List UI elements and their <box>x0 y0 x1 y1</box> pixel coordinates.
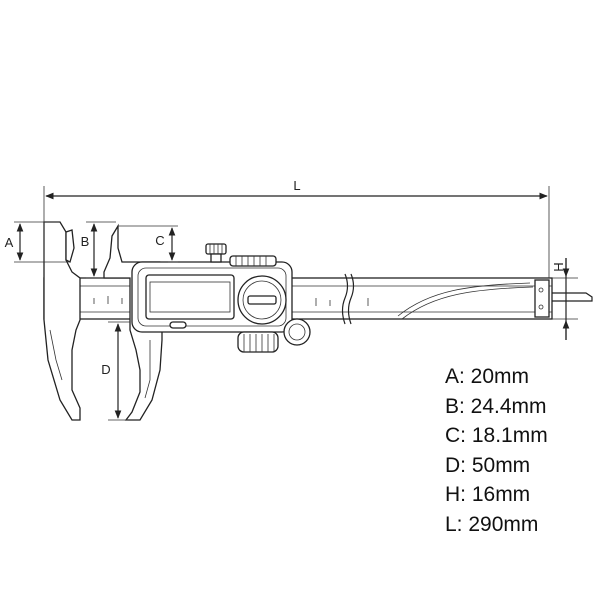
spec-C: C: 18.1mm <box>445 424 548 448</box>
spec-A: A: 20mm <box>445 365 530 388</box>
main-beam <box>43 277 553 320</box>
spec-D: D: 50mm <box>445 453 531 477</box>
dimensions: L A B C D H <box>5 178 578 421</box>
end-cap <box>534 279 550 318</box>
thumb-ball <box>283 318 311 346</box>
depth-rod <box>552 292 593 302</box>
dim-D-label: D <box>101 362 110 377</box>
lcd-screen <box>145 274 235 320</box>
caliper-drawing <box>43 221 593 421</box>
dim-B-label: B <box>81 234 90 249</box>
dim-C-label: C <box>155 233 164 248</box>
spec-B: B: 24.4mm <box>445 394 547 418</box>
spec-L: L: 290mm <box>445 512 539 536</box>
dim-L-label: L <box>293 178 300 193</box>
dim-A-label: A <box>5 235 14 250</box>
spec-list: A: 20mm B: 24.4mm C: 18.1mm D: 50mm H: 1… <box>445 362 548 540</box>
top-knurl <box>229 255 277 267</box>
spec-H: H: 16mm <box>445 483 531 507</box>
origin-button <box>169 321 187 329</box>
lock-screw <box>205 243 227 255</box>
fixed-jaw <box>43 221 81 421</box>
dim-H-label: H <box>551 262 566 271</box>
